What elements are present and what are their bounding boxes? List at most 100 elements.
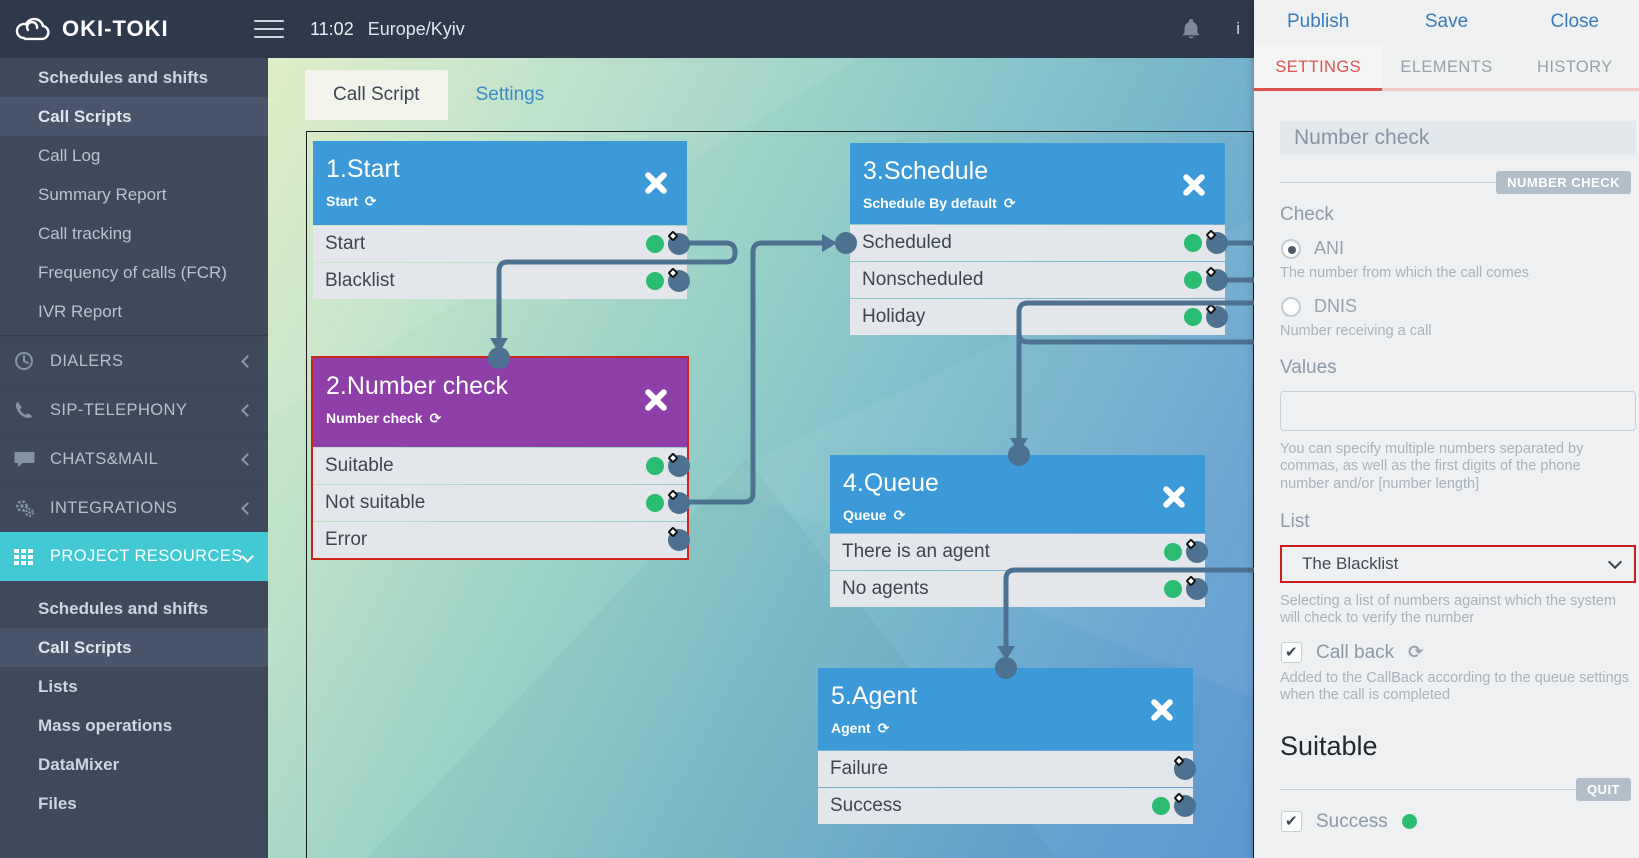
node-header[interactable]: 3.Schedule Schedule By default⟳ [850, 143, 1225, 224]
status-green-dot [1401, 814, 1417, 830]
close-icon[interactable] [1149, 696, 1175, 723]
list-select[interactable]: The Blacklist [1280, 544, 1636, 583]
node-header[interactable]: 2.Number check Number check⟳ [313, 358, 687, 447]
node-subtitle: Start⟳ [326, 193, 377, 209]
values-hint: You can specify multiple numbers separat… [1280, 440, 1584, 492]
node-row-there-is-an-agent[interactable]: There is an agent [830, 534, 1208, 570]
section-divider: QUIT [1280, 777, 1631, 801]
sidebar-item-datamixer[interactable]: DataMixer [38, 755, 120, 774]
status-green-dot [646, 494, 664, 512]
sidebar-item-lists[interactable]: Lists [38, 677, 78, 696]
suitable-section-title: Suitable [1280, 730, 1378, 761]
hamburger-menu-icon[interactable] [254, 20, 284, 38]
sidebar-item-call-scripts[interactable]: Call Scripts [0, 97, 268, 136]
callback-checkbox-row[interactable]: Call back ⟳ [1281, 642, 1631, 664]
node-title: 5.Agent [831, 682, 918, 710]
sidebar-item-mass-operations[interactable]: Mass operations [38, 716, 173, 735]
save-button[interactable]: Save [1424, 11, 1469, 32]
app-logo[interactable]: OKI-TOKI [0, 16, 254, 42]
close-icon[interactable] [1161, 483, 1187, 510]
close-icon[interactable] [1181, 171, 1207, 198]
checkbox-icon[interactable] [1281, 811, 1302, 833]
section-divider: NUMBER CHECK [1280, 171, 1631, 194]
node-row-suitable[interactable]: Suitable [313, 448, 690, 484]
values-label: Values [1280, 356, 1337, 378]
sidebar-item-fcr[interactable]: Frequency of calls (FCR) [38, 263, 227, 282]
sidebar-item-call-tracking[interactable]: Call tracking [38, 224, 132, 243]
node-row-no-agents[interactable]: No agents [830, 571, 1208, 607]
node-header[interactable]: 1.Start Start⟳ [313, 141, 687, 225]
gears-icon [14, 497, 40, 519]
values-input[interactable] [1280, 390, 1636, 431]
checkbox-icon[interactable] [1281, 642, 1302, 664]
refresh-icon: ⟳ [1003, 195, 1016, 211]
tab-panel-elements[interactable]: ELEMENTS [1400, 58, 1493, 76]
panel-action-bar: Publish Save Close [1254, 0, 1639, 44]
sidebar-item-project-schedules[interactable]: Schedules and shifts [38, 599, 209, 618]
node-header[interactable]: 4.Queue Queue⟳ [830, 455, 1205, 533]
publish-button[interactable]: Publish [1287, 11, 1350, 32]
node-title: 2.Number check [326, 372, 509, 400]
notification-bell-icon[interactable] [1180, 17, 1202, 41]
node-start[interactable]: 1.Start Start⟳ Start Blacklist [313, 141, 690, 299]
node-row-success[interactable]: Success [818, 788, 1196, 824]
sidebar-section-sip-telephony[interactable]: SIP-TELEPHONY [0, 385, 268, 434]
status-green-dot [1184, 271, 1202, 289]
node-subtitle: Schedule By default⟳ [863, 195, 1016, 211]
node-number-check[interactable]: 2.Number check Number check⟳ Suitable No… [311, 356, 690, 560]
node-subtitle: Agent⟳ [831, 720, 890, 736]
node-agent[interactable]: 5.Agent Agent⟳ Failure Success [818, 668, 1196, 824]
node-queue[interactable]: 4.Queue Queue⟳ There is an agent No agen… [830, 455, 1208, 607]
element-name-input[interactable] [1280, 121, 1636, 155]
radio-dnis[interactable]: DNIS [1281, 296, 1631, 317]
timezone-label[interactable]: Europe/Kyiv [367, 18, 465, 39]
list-hint: Selecting a list of numbers against whic… [1280, 592, 1617, 627]
canvas-tab-bar: Call Script Settings [305, 70, 572, 120]
close-icon[interactable] [643, 386, 669, 413]
node-row-nonscheduled[interactable]: Nonscheduled [850, 262, 1228, 298]
refresh-icon: ⟳ [1408, 642, 1424, 663]
sidebar-item-ivr-report[interactable]: IVR Report [38, 302, 123, 321]
radio-button-icon[interactable] [1281, 238, 1301, 259]
tab-panel-settings[interactable]: SETTINGS [1254, 44, 1383, 91]
sidebar-item-summary-report[interactable]: Summary Report [38, 185, 167, 204]
sidebar-item-files[interactable]: Files [38, 794, 77, 813]
ani-hint: The number from which the call comes [1280, 265, 1530, 281]
status-green-dot [1184, 308, 1202, 326]
node-row-not-suitable[interactable]: Not suitable [313, 485, 690, 521]
node-row-error[interactable]: Error [313, 522, 690, 558]
radio-button-icon[interactable] [1281, 296, 1301, 317]
sidebar-item-schedules-and-shifts[interactable]: Schedules and shifts [38, 68, 209, 87]
node-schedule[interactable]: 3.Schedule Schedule By default⟳ Schedule… [850, 143, 1228, 335]
sidebar-section-project-resources[interactable]: PROJECT RESOURCES [0, 532, 268, 581]
node-header[interactable]: 5.Agent Agent⟳ [818, 668, 1193, 750]
tab-settings[interactable]: Settings [475, 84, 545, 105]
success-checkbox-row[interactable]: Success [1281, 811, 1631, 833]
sidebar-item-project-call-scripts[interactable]: Call Scripts [0, 628, 268, 667]
sidebar-section-dialers[interactable]: DIALERS [0, 336, 268, 385]
sidebar-section-chats-mail[interactable]: CHATS&MAIL [0, 434, 268, 483]
sidebar-item-call-log[interactable]: Call Log [38, 146, 101, 165]
list-label: List [1280, 510, 1310, 532]
chevron-left-icon [241, 452, 254, 466]
status-green-dot [1164, 580, 1182, 598]
status-green-dot [1152, 797, 1170, 815]
node-row-start[interactable]: Start [313, 226, 690, 262]
tab-panel-history[interactable]: HISTORY [1537, 58, 1613, 76]
tab-call-script[interactable]: Call Script [305, 70, 448, 120]
close-icon[interactable] [643, 169, 669, 196]
chevron-down-icon [241, 550, 254, 563]
node-row-holiday[interactable]: Holiday [850, 299, 1228, 335]
sidebar-section-integrations[interactable]: INTEGRATIONS [0, 483, 268, 532]
node-row-blacklist[interactable]: Blacklist [313, 263, 690, 299]
node-row-failure[interactable]: Failure [818, 751, 1196, 787]
phone-icon [14, 399, 40, 421]
node-subtitle: Queue⟳ [843, 507, 906, 523]
user-name-partial[interactable]: i [1236, 19, 1240, 38]
logo-text: OKI-TOKI [62, 16, 169, 41]
refresh-icon: ⟳ [429, 410, 442, 426]
radio-ani[interactable]: ANI [1281, 238, 1631, 259]
close-button[interactable]: Close [1550, 11, 1600, 32]
node-row-scheduled[interactable]: Scheduled [850, 225, 1228, 261]
chevron-left-icon [241, 354, 254, 368]
